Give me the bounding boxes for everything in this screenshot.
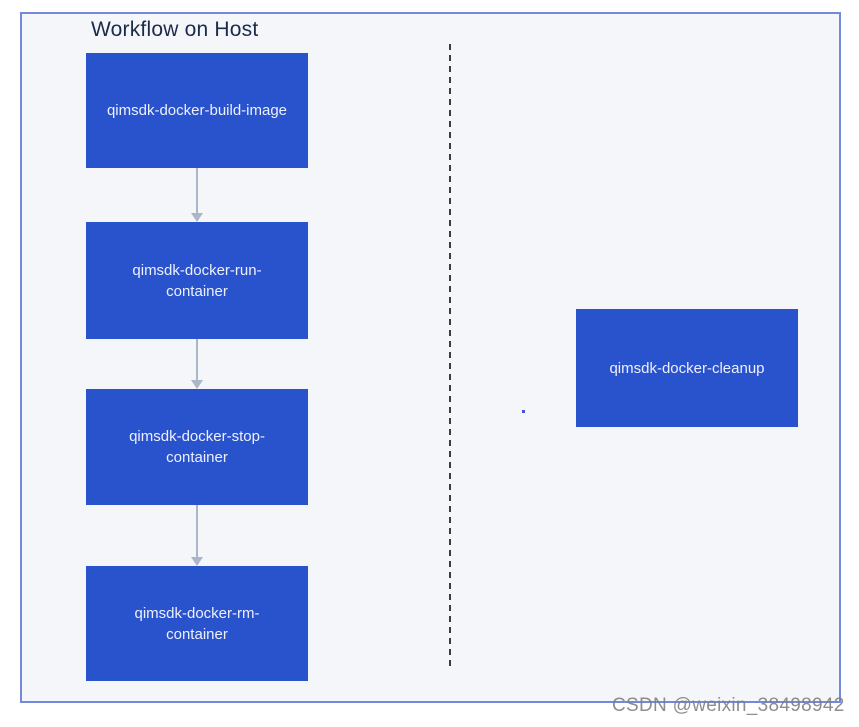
node-run-container: qimsdk-docker-run- container	[86, 222, 308, 339]
host-container-divider-dashed-line	[449, 44, 451, 667]
watermark: CSDN @weixin_38498942	[612, 695, 845, 716]
node-rm-container-label: qimsdk-docker-rm- container	[134, 604, 260, 643]
stray-dot	[522, 410, 525, 413]
arrow-down-icon	[191, 557, 203, 566]
arrow-build-to-run-line	[196, 168, 198, 213]
node-cleanup: qimsdk-docker-cleanup	[576, 309, 798, 427]
arrow-run-to-stop-line	[196, 339, 198, 380]
arrow-down-icon	[191, 213, 203, 222]
node-stop-container: qimsdk-docker-stop- container	[86, 389, 308, 505]
node-rm-container: qimsdk-docker-rm- container	[86, 566, 308, 681]
arrow-down-icon	[191, 380, 203, 389]
node-build-image-label: qimsdk-docker-build-image	[106, 102, 288, 119]
node-stop-container-label: qimsdk-docker-stop- container	[129, 428, 265, 466]
node-cleanup-label: qimsdk-docker-cleanup	[609, 359, 765, 377]
diagram-title: Workflow on Host	[91, 18, 259, 41]
node-build-image: qimsdk-docker-build-image	[86, 53, 308, 168]
node-run-container-label: qimsdk-docker-run- container	[132, 261, 262, 300]
diagram-frame: Workflow on Host qimsdk-docker-build-ima…	[20, 12, 841, 703]
arrow-stop-to-rm-line	[196, 505, 198, 557]
